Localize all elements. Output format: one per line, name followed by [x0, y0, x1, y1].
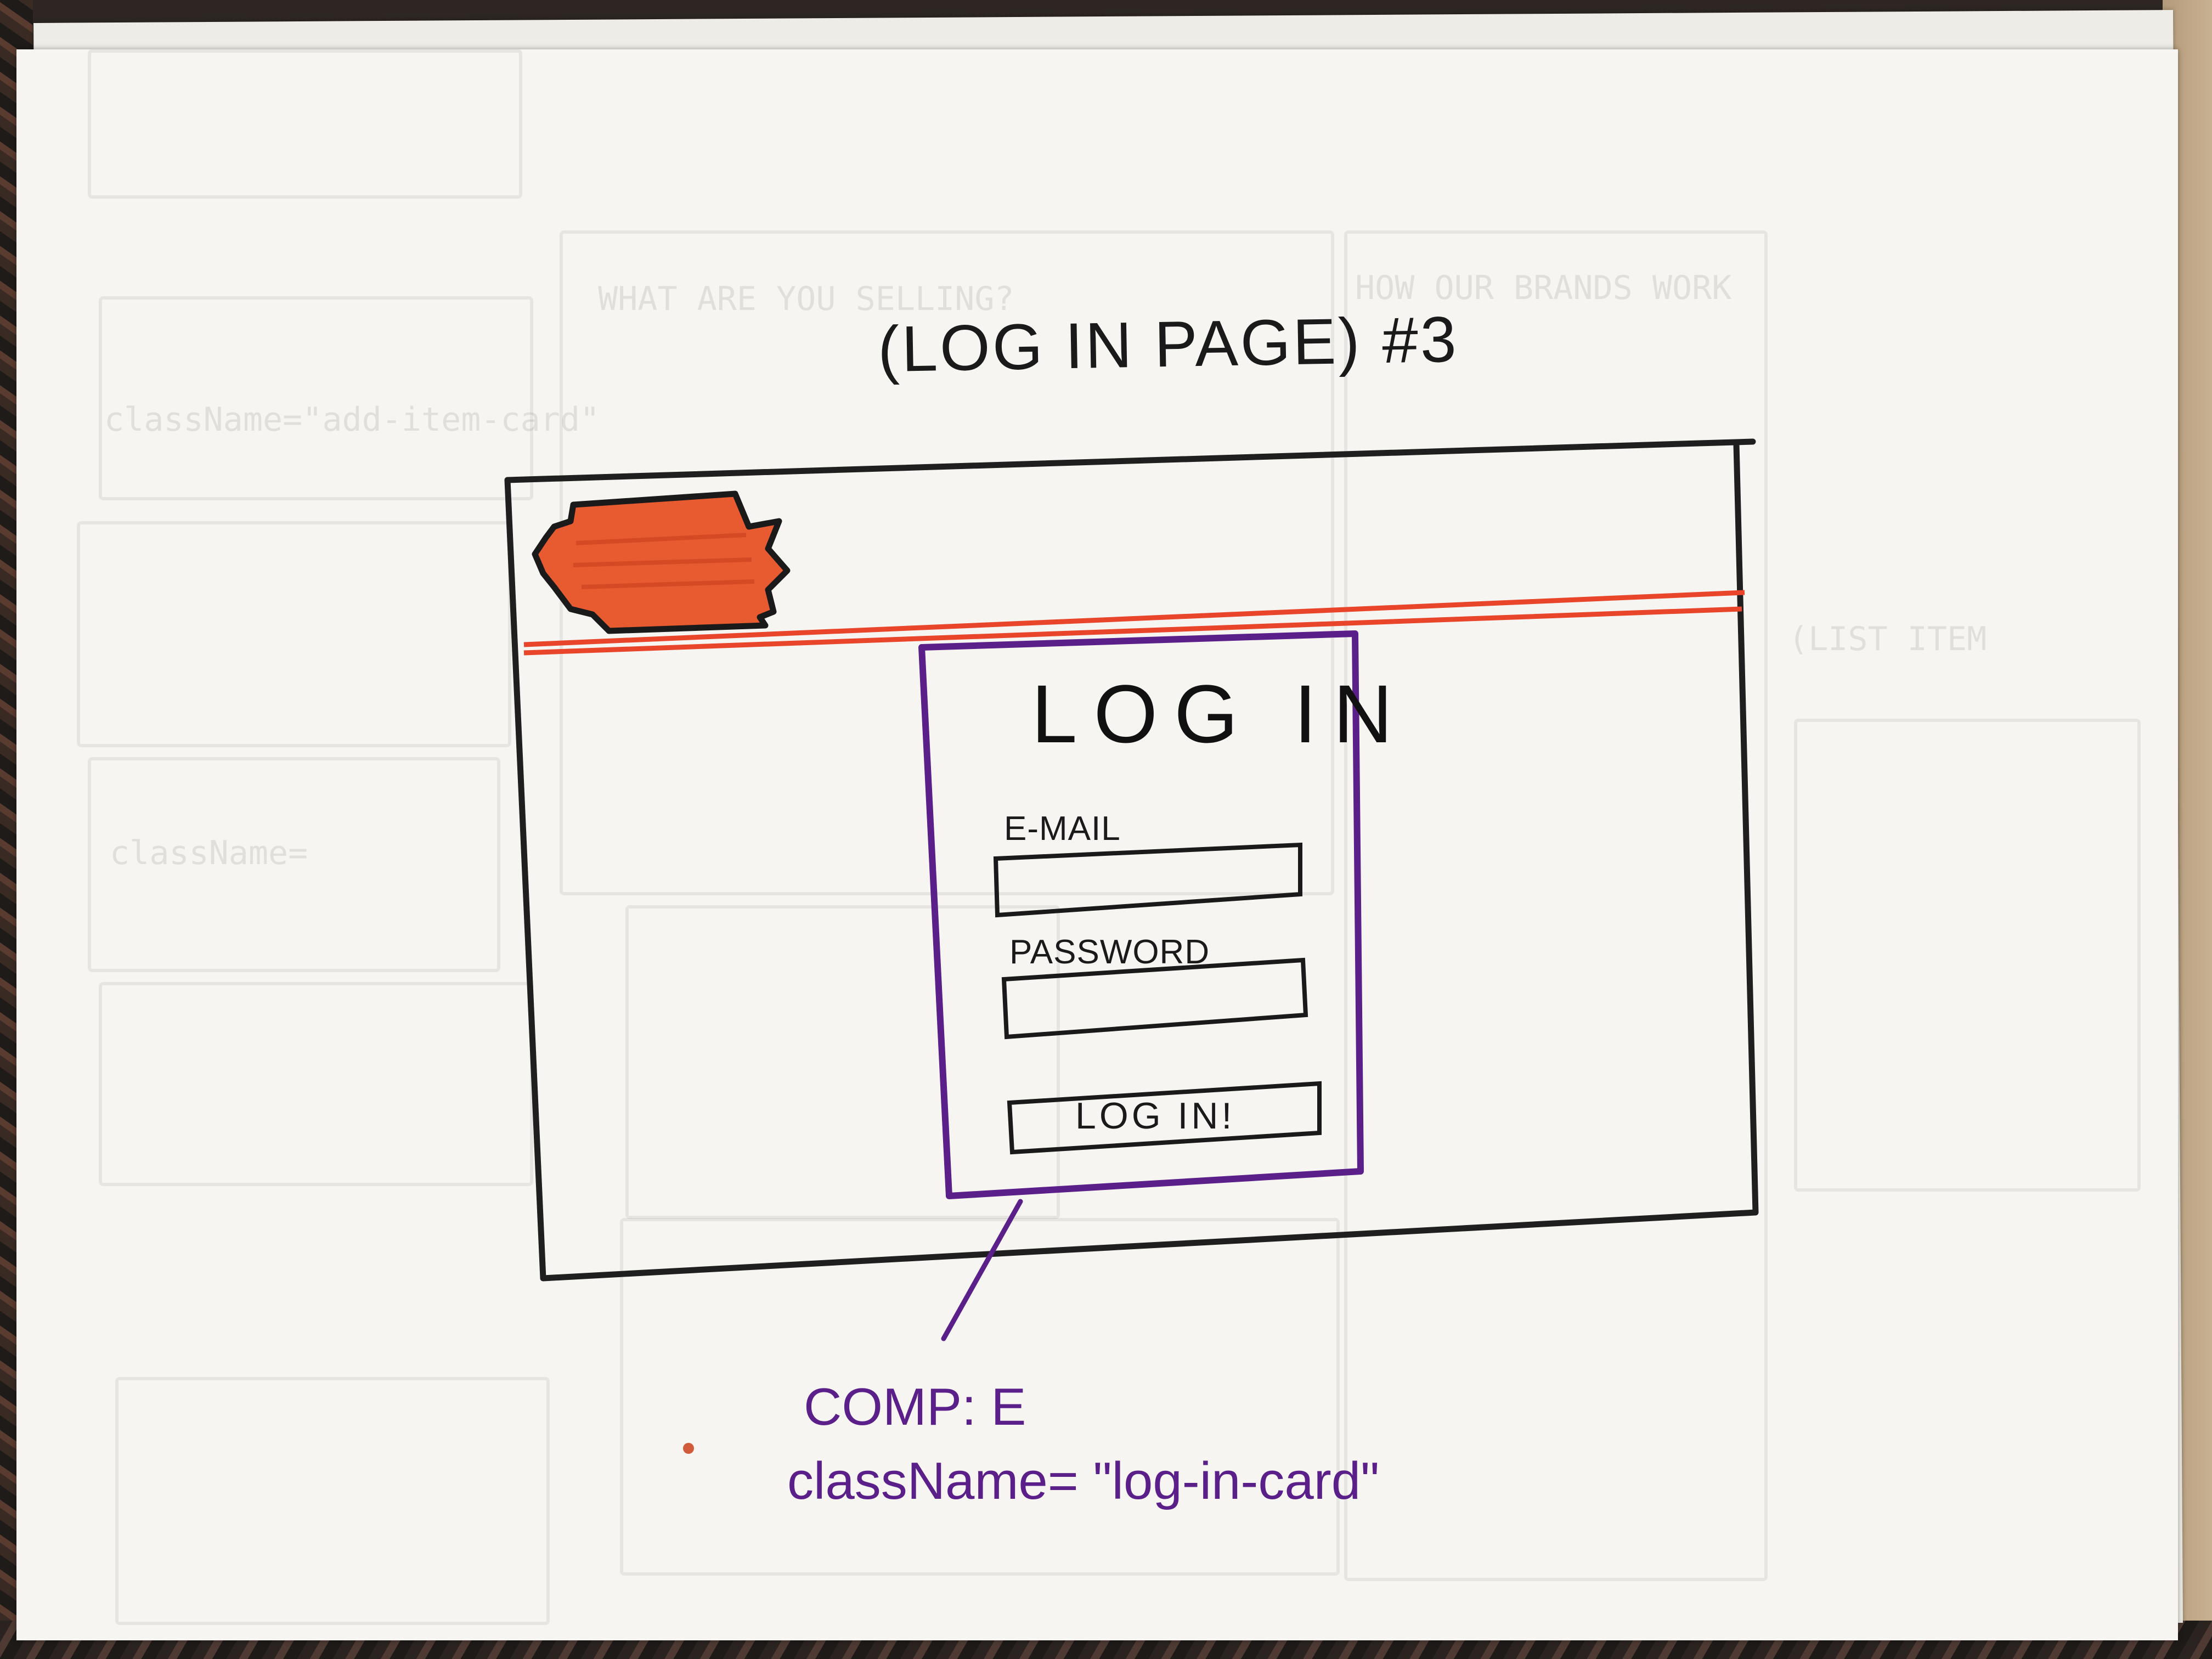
ghost-sketch [88, 757, 500, 972]
password-field[interactable] [1007, 966, 1303, 1031]
ghost-sketch [77, 521, 511, 747]
ghost-sketch [99, 296, 533, 500]
password-input-outline [1001, 957, 1308, 1040]
paper-sheet: WHAT ARE YOU SELLING? HOW OUR BRANDS WOR… [16, 49, 2178, 1640]
ghost-sketch [625, 905, 1060, 1219]
ghost-text: className="add-item-card" [104, 400, 600, 439]
ink-dot [683, 1443, 694, 1454]
ghost-sketch [1344, 230, 1768, 1581]
email-field[interactable] [998, 849, 1297, 910]
component-annotation: COMP: E [804, 1378, 1026, 1436]
annotation-leader-line [941, 1199, 1023, 1341]
ghost-text: HOW OUR BRANDS WORK [1355, 269, 1732, 307]
login-button-outline [1007, 1081, 1322, 1155]
ghost-text: (LIST ITEM [1788, 620, 1987, 658]
ghost-text: className= [110, 834, 308, 872]
ghost-sketch [620, 1218, 1340, 1576]
login-card-heading: LOG IN [1031, 668, 1409, 760]
email-label: E-MAIL [1004, 810, 1121, 848]
ghost-sketch [88, 49, 522, 199]
login-button[interactable]: LOG IN! [1075, 1095, 1235, 1137]
email-input-outline [993, 842, 1302, 918]
ghost-sketch [115, 1377, 550, 1625]
ghost-text: WHAT ARE YOU SELLING? [598, 280, 1014, 318]
classname-annotation: className= "log-in-card" [787, 1452, 1380, 1510]
log-in-card-border [918, 630, 1364, 1199]
ghost-sketch [1794, 719, 2141, 1192]
page-title: (LOG IN PAGE) #3 [877, 303, 1459, 386]
header-divider [523, 590, 1745, 656]
password-label: PASSWORD [1009, 933, 1210, 971]
window-frame [504, 438, 1759, 1282]
